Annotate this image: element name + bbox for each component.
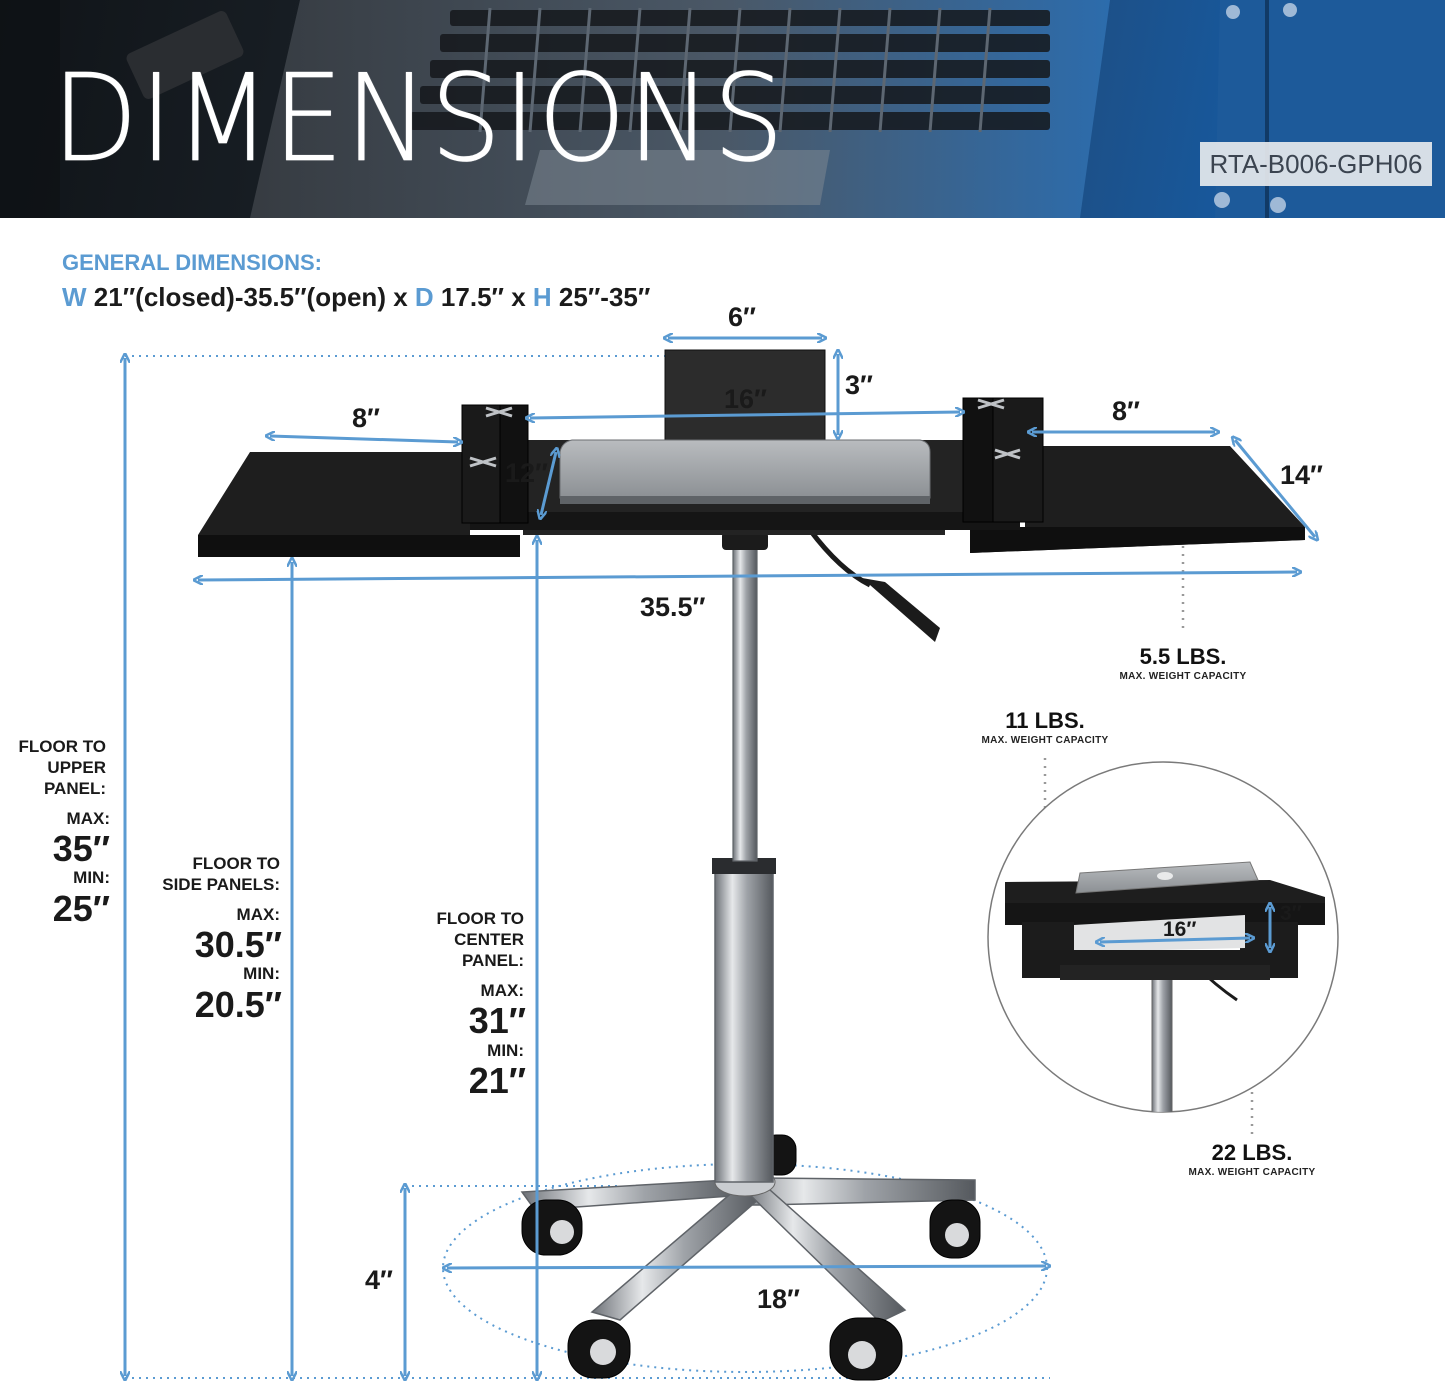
top-weight-value: 11 LBS. [1005,708,1085,733]
general-dimensions-line: W 21″(closed)-35.5″(open) x D 17.5″ x H … [62,282,650,313]
top-weight-caption: MAX. WEIGHT CAPACITY [981,735,1109,746]
stand-width-label: 6″ [728,302,756,332]
model-number-badge: RTA-B006-GPH06 [1200,142,1432,186]
upper-min-value: 25″ [52,888,110,929]
width-key: W [62,282,87,312]
general-dimensions-label: GENERAL DIMENSIONS: [62,250,322,275]
laptop-cart-illustration [198,349,1305,1381]
upper-max-value: 35″ [52,828,110,869]
caster-height-label: 4″ [365,1265,393,1295]
height-key: H [532,282,552,312]
header-banner: DIMENSIONS RTA-B006-GPH06 [0,0,1445,218]
width-value: 21″(closed)-35.5″(open) x [93,282,408,312]
center-width-label: 16″ [724,384,767,414]
side-weight-value: 5.5 LBS. [1139,644,1227,669]
upper-max-label: MAX: [66,809,110,828]
depth-value: 17.5″ x [440,282,526,312]
shelf-weight-caption: MAX. WEIGHT CAPACITY [1188,1167,1316,1178]
side-max-value: 30.5″ [194,924,282,965]
depth-key: D [414,282,434,312]
center-panel-height-label: FLOOR TO CENTER PANEL: [436,909,524,970]
center-max-label: MAX: [480,981,524,1000]
shelf-height-label: 3″ [1280,902,1302,925]
height-value: 25″-35″ [558,282,651,312]
side-panels-height-label: FLOOR TO SIDE PANELS: [162,854,280,894]
shelf-detail-inset [987,761,1339,1113]
side-min-value: 20.5″ [194,984,282,1025]
page-title: DIMENSIONS [52,50,786,189]
left-wing-width-label: 8″ [352,403,380,433]
total-width-label: 35.5″ [640,592,706,622]
hinge-bracket-icons [469,398,1021,468]
upper-panel-height-label: FLOOR TO UPPER PANEL: [18,737,106,798]
side-max-label: MAX: [236,905,280,924]
center-depth-label: 12″ [505,458,548,488]
stand-height-label: 3″ [845,370,873,400]
side-min-label: MIN: [243,964,280,983]
center-min-value: 21″ [468,1060,526,1101]
wing-depth-label: 14″ [1280,460,1323,490]
shelf-weight-value: 22 LBS. [1211,1140,1293,1165]
center-min-label: MIN: [487,1041,524,1060]
shelf-width-label: 16″ [1163,918,1197,941]
right-wing-width-label: 8″ [1112,396,1140,426]
upper-min-label: MIN: [73,868,110,887]
laptop-keyboard-illustration [0,0,1445,218]
dimension-arrows [125,338,1315,1376]
center-max-value: 31″ [468,1000,526,1041]
base-diameter-label: 18″ [757,1284,800,1314]
side-weight-caption: MAX. WEIGHT CAPACITY [1119,671,1247,682]
